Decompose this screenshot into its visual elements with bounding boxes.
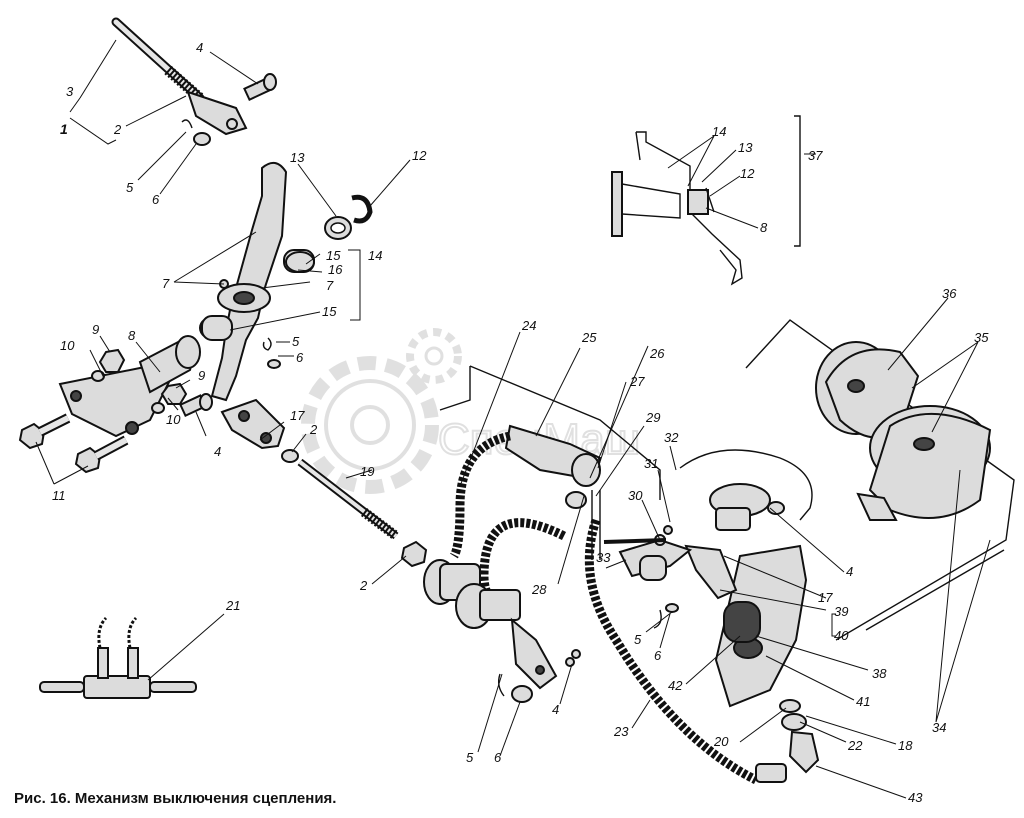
- figure-caption: Рис. 16. Механизм выключения сцепления.: [14, 790, 337, 807]
- callout-6d: 6: [494, 750, 502, 765]
- callout-3: 3: [66, 84, 74, 99]
- callout-31: 31: [644, 456, 658, 471]
- callout-28: 28: [531, 582, 547, 597]
- callout-22: 22: [847, 738, 863, 753]
- callout-16: 16: [328, 262, 343, 277]
- callout-5c: 5: [634, 632, 642, 647]
- callout-33: 33: [596, 550, 611, 565]
- callout-21: 21: [225, 598, 240, 613]
- pedal-lever: [199, 161, 373, 402]
- watermark-gear-large-icon: [301, 356, 439, 494]
- callout-23: 23: [613, 724, 629, 739]
- callout-41: 41: [856, 694, 870, 709]
- callout-24: 24: [521, 318, 536, 333]
- clutch-housing: [745, 319, 1015, 641]
- callout-26: 26: [649, 346, 665, 361]
- rod-assembly: [111, 17, 277, 146]
- release-lever-assembly: [603, 449, 813, 708]
- callout-15a: 15: [326, 248, 341, 263]
- lever-bracket: [18, 335, 213, 474]
- callout-18: 18: [898, 738, 913, 753]
- callout-20: 20: [713, 734, 729, 749]
- pushrod-assembly: [220, 337, 428, 568]
- callout-8b: 8: [760, 220, 768, 235]
- callout-4d: 4: [552, 702, 559, 717]
- callout-27: 27: [629, 374, 645, 389]
- callout-30: 30: [628, 488, 643, 503]
- callout-40: 40: [834, 628, 849, 643]
- callout-42: 42: [668, 678, 683, 693]
- callout-13a: 13: [290, 150, 305, 165]
- callout-1: 1: [60, 121, 68, 137]
- callout-15b: 15: [322, 304, 337, 319]
- callout-4a: 4: [196, 40, 203, 55]
- callout-4c: 4: [846, 564, 853, 579]
- callout-8a: 8: [128, 328, 136, 343]
- callout-9a: 9: [92, 322, 99, 337]
- callout-38: 38: [872, 666, 887, 681]
- callout-5a: 5: [126, 180, 134, 195]
- callout-2c: 2: [359, 578, 368, 593]
- bolt-11-left: [18, 413, 71, 450]
- callout-5b: 5: [292, 334, 300, 349]
- leader-lines: [35, 39, 991, 799]
- callout-6b: 6: [296, 350, 304, 365]
- callout-11: 11: [52, 488, 66, 503]
- pedal-sketch: [611, 115, 801, 286]
- callout-10b: 10: [166, 412, 181, 427]
- hose-fittings: [755, 699, 820, 783]
- callout-32: 32: [664, 430, 679, 445]
- callout-17a: 17: [290, 408, 305, 423]
- callout-39: 39: [834, 604, 848, 619]
- callout-9b: 9: [198, 368, 205, 383]
- callout-17b: 17: [818, 590, 833, 605]
- callout-37: 37: [808, 148, 823, 163]
- callout-12b: 12: [740, 166, 755, 181]
- callout-4b: 4: [214, 444, 221, 459]
- callout-36: 36: [942, 286, 957, 301]
- callout-labels: 1 2 3 4 5 6 7 7 8 9 9 10 10 11 12 13 14 …: [52, 40, 989, 805]
- pin-4-left: [179, 393, 213, 417]
- callout-10a: 10: [60, 338, 75, 353]
- bolt-11-right: [74, 435, 129, 474]
- callout-35: 35: [974, 330, 989, 345]
- callout-25: 25: [581, 330, 597, 345]
- callout-2b: 2: [309, 422, 318, 437]
- rod-thread: [164, 65, 204, 103]
- callout-29: 29: [645, 410, 660, 425]
- callout-14a: 14: [368, 248, 382, 263]
- callout-34: 34: [932, 720, 946, 735]
- callout-6a: 6: [152, 192, 160, 207]
- callout-7b: 7: [326, 278, 334, 293]
- callout-19: 19: [360, 464, 374, 479]
- callout-7a: 7: [162, 276, 170, 291]
- callout-13b: 13: [738, 140, 753, 155]
- callout-43: 43: [908, 790, 923, 805]
- callout-2a: 2: [113, 122, 122, 137]
- master-cylinder: [39, 616, 197, 699]
- callout-12a: 12: [412, 148, 427, 163]
- callout-6c: 6: [654, 648, 662, 663]
- slave-cylinder-assembly: [423, 365, 759, 785]
- watermark-gear-small-icon: [406, 328, 462, 384]
- callout-5d: 5: [466, 750, 474, 765]
- pin-4-top: [243, 73, 277, 101]
- callout-14b: 14: [712, 124, 726, 139]
